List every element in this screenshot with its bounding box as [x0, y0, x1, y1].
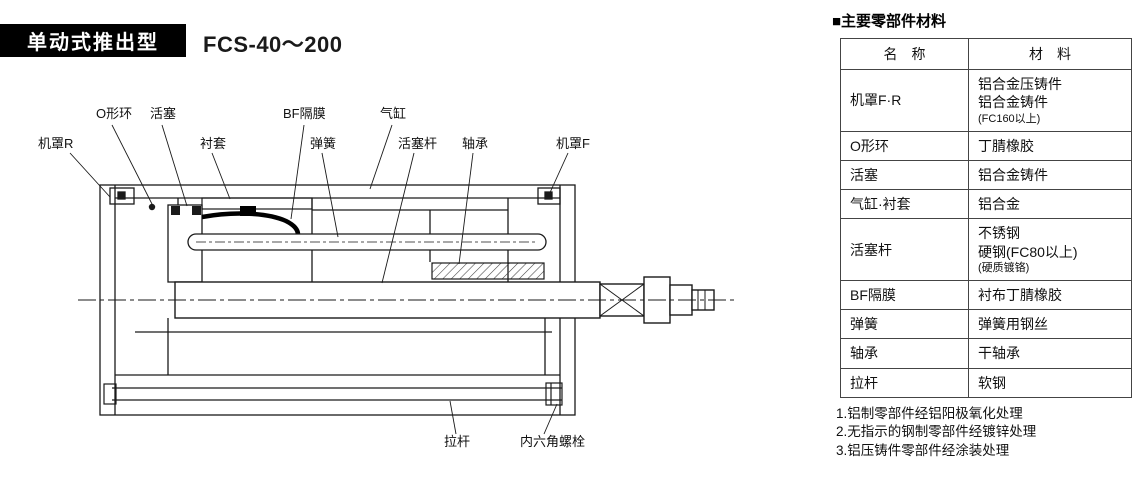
material-cell: 铝合金铸件	[968, 160, 1132, 191]
materials-panel: ■主要零部件材料 名 称 材 料 机罩F·R 铝合金压铸件 铝合金铸件 (FC1…	[832, 10, 1134, 461]
material-line: 铝合金压铸件	[978, 76, 1062, 93]
type-badge: 单动式推出型	[0, 24, 186, 57]
bf-diaphragm-part	[201, 211, 301, 240]
table-row: BF隔膜 衬布丁腈橡胶	[840, 280, 1132, 311]
part-name-cell: 活塞	[840, 160, 969, 191]
table-row: 机罩F·R 铝合金压铸件 铝合金铸件 (FC160以上)	[840, 69, 1132, 132]
bearing-part	[431, 262, 545, 280]
name-column-header: 名 称	[840, 37, 969, 71]
label-bearing: 轴承	[462, 136, 489, 151]
label-tie-rod: 拉杆	[444, 434, 471, 449]
material-line: 硬钢(FC80以上)	[978, 243, 1078, 260]
table-row: O形环 丁腈橡胶	[840, 130, 1132, 162]
note-line: 3.铝压铸件零部件经涂装处理	[836, 443, 1010, 459]
tie-rod-part	[103, 382, 563, 406]
label-cover-r: 机罩R	[38, 136, 74, 151]
material-cell: 干轴承	[968, 338, 1132, 369]
table-row: 拉杆 软钢	[840, 367, 1132, 398]
label-cover-f: 机罩F	[556, 136, 590, 151]
model-number: FCS-40～200	[203, 32, 343, 57]
bushing-part	[201, 197, 313, 210]
material-cell: 弹簧用钢丝	[968, 309, 1132, 340]
table-row: 活塞 铝合金铸件	[840, 160, 1132, 191]
cylinder-cross-section-diagram	[69, 124, 735, 435]
material-cell: 丁腈橡胶	[968, 130, 1132, 162]
part-name-cell: BF隔膜	[840, 280, 969, 311]
part-name-cell: 轴承	[840, 338, 969, 369]
table-header-row: 名 称 材 料	[840, 37, 1132, 71]
footnotes: 1.铝制零部件经铝阳极氧化处理 2.无指示的钢制零部件经镀锌处理 3.铝压铸件零…	[836, 405, 1134, 461]
material-line: 不锈钢	[978, 225, 1020, 242]
part-name-cell: O形环	[840, 130, 969, 162]
label-piston-rod: 活塞杆	[398, 136, 438, 151]
label-piston: 活塞	[150, 106, 177, 121]
note-line: 2.无指示的钢制零部件经镀锌处理	[836, 424, 1037, 440]
o-ring-part	[148, 203, 156, 211]
label-bushing: 衬套	[200, 136, 227, 151]
part-name-cell: 机罩F·R	[840, 69, 969, 132]
table-row: 活塞杆 不锈钢 硬钢(FC80以上) (硬质镀铬)	[840, 218, 1132, 282]
label-spring: 弹簧	[310, 136, 337, 151]
label-bf-diaphragm: BF隔膜	[283, 106, 326, 121]
label-o-ring: O形环	[96, 106, 133, 121]
material-cell: 不锈钢 硬钢(FC80以上) (硬质镀铬)	[968, 218, 1132, 282]
table-row: 轴承 干轴承	[840, 338, 1132, 369]
leader-lines	[69, 124, 569, 435]
label-cylinder: 气缸	[380, 106, 407, 121]
diaphragm-clamp	[240, 206, 256, 216]
materials-table: 名 称 材 料 机罩F·R 铝合金压铸件 铝合金铸件 (FC160以上) O形环…	[840, 37, 1132, 398]
table-row: 弹簧 弹簧用钢丝	[840, 309, 1132, 340]
table-row: 气缸·衬套 铝合金	[840, 189, 1132, 220]
material-cell: 软钢	[968, 367, 1132, 398]
part-name-cell: 气缸·衬套	[840, 189, 969, 220]
material-line-small: (硬质镀铬)	[978, 261, 1030, 274]
part-name-cell: 弹簧	[840, 309, 969, 340]
material-cell: 铝合金	[968, 189, 1132, 220]
material-cell: 铝合金压铸件 铝合金铸件 (FC160以上)	[968, 69, 1132, 132]
material-line: 铝合金铸件	[978, 94, 1048, 111]
material-line-small: (FC160以上)	[978, 112, 1041, 125]
spring-part	[187, 233, 547, 251]
material-column-header: 材 料	[968, 37, 1132, 71]
part-name-cell: 拉杆	[840, 367, 969, 398]
part-name-cell: 活塞杆	[840, 218, 969, 282]
materials-table-title: ■主要零部件材料	[832, 13, 947, 30]
material-cell: 衬布丁腈橡胶	[968, 280, 1132, 311]
label-hex-bolt: 内六角螺栓	[520, 434, 586, 449]
note-line: 1.铝制零部件经铝阳极氧化处理	[836, 405, 1023, 421]
